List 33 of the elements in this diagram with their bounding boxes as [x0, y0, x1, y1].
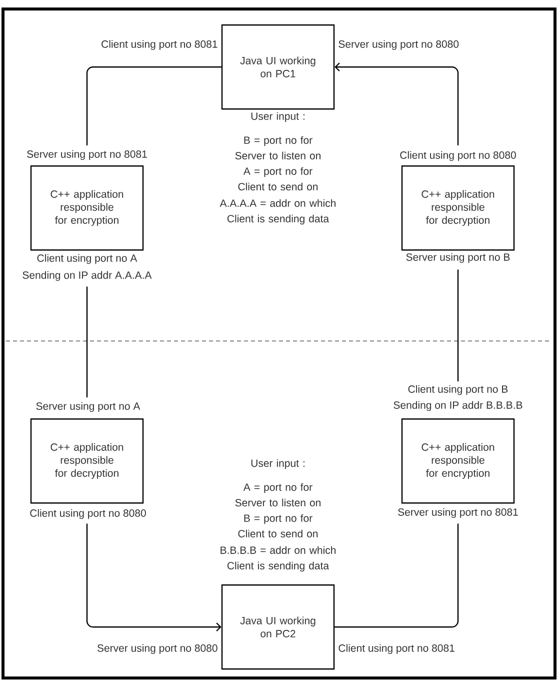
connector [457, 270, 459, 382]
port-label: Client using port no 8080 [30, 509, 146, 519]
process-box: Java UI working on PC1 [221, 24, 335, 110]
port-label: Server using port no A [36, 402, 140, 412]
connector [86, 66, 222, 146]
connector [86, 286, 88, 398]
port-label: Server using port no 8081 [27, 150, 147, 160]
process-box: C++ application responsible for encryption [401, 418, 515, 504]
connector [86, 524, 222, 632]
port-label: Server using port no 8080 [97, 644, 218, 654]
connector [334, 524, 459, 628]
connector [334, 62, 459, 146]
note-text: A.A.A.A = addr on which Client is sending data [220, 199, 336, 224]
port-label: Sending on IP addr A.A.A.A [22, 271, 152, 281]
port-label: Client using port no 8080 [400, 151, 516, 161]
port-label: Client using port no 8081 [338, 644, 454, 654]
note-text: B = port no for Client to send on [238, 514, 318, 538]
port-label: Client using port no 8081 [102, 40, 218, 50]
port-label: Server using port no 8080 [338, 40, 459, 50]
port-label: Server using port no B [406, 253, 510, 263]
note-text: A = port no for Client to send on [238, 167, 318, 190]
port-label: Sending on IP addr B.B.B.B [394, 401, 522, 411]
note-text: User input : [251, 459, 304, 469]
process-box: C++ application responsible for decryption [30, 418, 144, 504]
process-box: Java UI working on PC2 [221, 584, 335, 670]
note-text: B = port no for Server to listen on [235, 136, 320, 160]
port-label: Client using port no A [37, 254, 138, 264]
process-box: C++ application responsible for encryption [30, 165, 144, 251]
note-text: A = port no for Server to listen on [235, 483, 320, 506]
port-label: Client using port no B [408, 385, 508, 395]
port-label: Server using port no 8081 [398, 508, 518, 518]
process-box: C++ application responsible for decryption [401, 165, 515, 251]
note-text: B.B.B.B = addr on which Client is sending data [220, 546, 336, 572]
